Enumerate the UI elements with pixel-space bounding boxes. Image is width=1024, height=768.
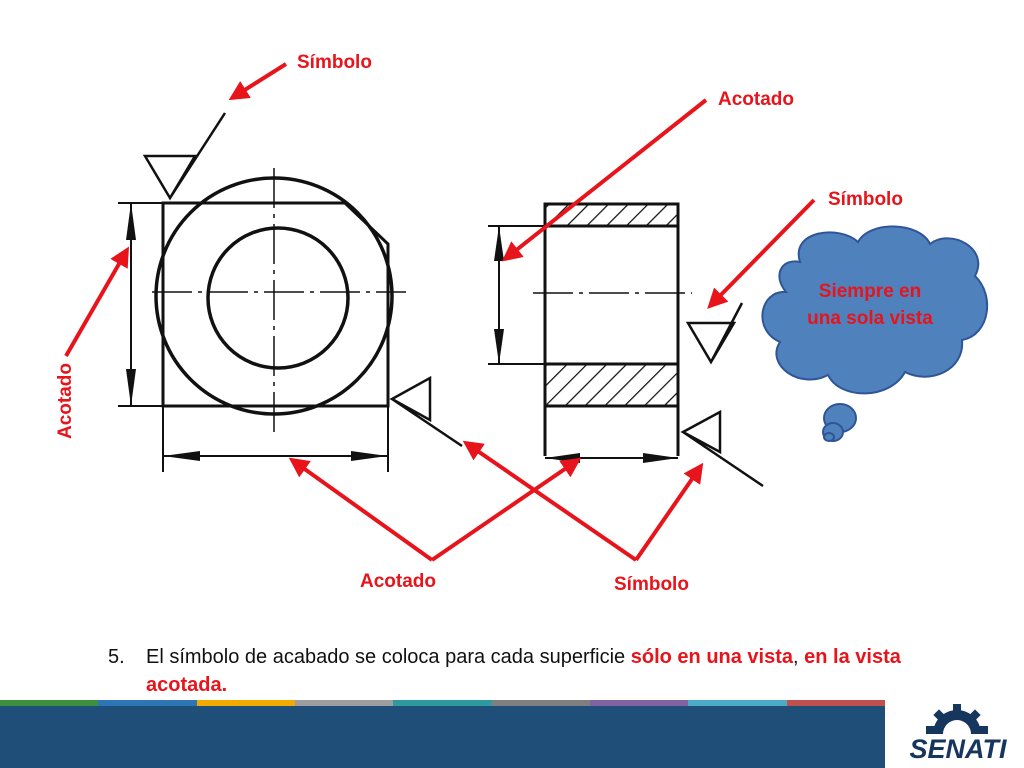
- front-view-outline: [161, 201, 390, 408]
- arrow-simbolo-right: [707, 198, 816, 309]
- front-view: [118, 112, 463, 472]
- caption-plain: El símbolo de acabado se coloca para cad…: [146, 646, 631, 668]
- gear-icon: [926, 704, 988, 734]
- stripe-segment: [0, 700, 99, 706]
- hatch-bottom: [543, 362, 680, 408]
- arrow-acotado-bottom-b: [430, 457, 582, 562]
- surface-symbol-right: [389, 375, 463, 448]
- label-simbolo-top: Símbolo: [297, 52, 372, 73]
- label-simbolo-bottom: Símbolo: [614, 574, 689, 595]
- caption-highlight-1: sólo en una vista: [630, 646, 794, 668]
- thought-bubble: [761, 225, 989, 442]
- stripe-segment: [491, 700, 590, 706]
- arrow-acotado-bottom-a: [288, 457, 434, 562]
- stripe-segment: [294, 700, 394, 706]
- stripe-segment: [589, 700, 689, 706]
- logo-text: SENATI: [909, 734, 1007, 764]
- bubble-text: Siempre en una sola vista: [807, 281, 933, 329]
- stripe-segment: [688, 700, 787, 706]
- surface-symbol-side-upper: [685, 302, 744, 365]
- surface-symbol-side-lower: [680, 409, 764, 488]
- stripe-segment: [98, 700, 197, 706]
- label-acotado-top: Acotado: [718, 89, 794, 110]
- stripe-segment: [786, 700, 885, 706]
- arrow-simbolo-top: [228, 62, 288, 101]
- arrow-acotado-top: [501, 98, 708, 262]
- bubble-cloud: [761, 225, 989, 395]
- stripe-segment: [393, 700, 492, 706]
- caption: 5. El símbolo de acabado se coloca para …: [108, 643, 938, 699]
- senati-logo: [926, 704, 988, 734]
- bubble-dot-small: [823, 432, 835, 442]
- caption-comma: ,: [793, 646, 805, 668]
- label-acotado-bottom: Acotado: [360, 571, 436, 592]
- arrow-simbolo-bottom-a: [462, 440, 638, 562]
- label-acotado-left: Acotado: [55, 363, 76, 439]
- arrow-acotado-left: [64, 246, 129, 357]
- caption-body: El símbolo de acabado se coloca para cad…: [146, 643, 938, 699]
- stripe-segment: [196, 700, 295, 706]
- footer-band: [0, 706, 885, 768]
- caption-highlight-2: en la vista acotada.: [146, 646, 901, 696]
- label-simbolo-right: Símbolo: [828, 189, 903, 210]
- surface-symbol-top: [142, 112, 227, 201]
- caption-number: 5.: [108, 646, 125, 668]
- hatch-top: [543, 202, 680, 228]
- pointer-arrows: [64, 62, 816, 562]
- inner-circle: [206, 226, 350, 370]
- color-stripe: [0, 700, 885, 706]
- arrow-simbolo-bottom-b: [634, 462, 704, 562]
- side-view: [488, 202, 764, 488]
